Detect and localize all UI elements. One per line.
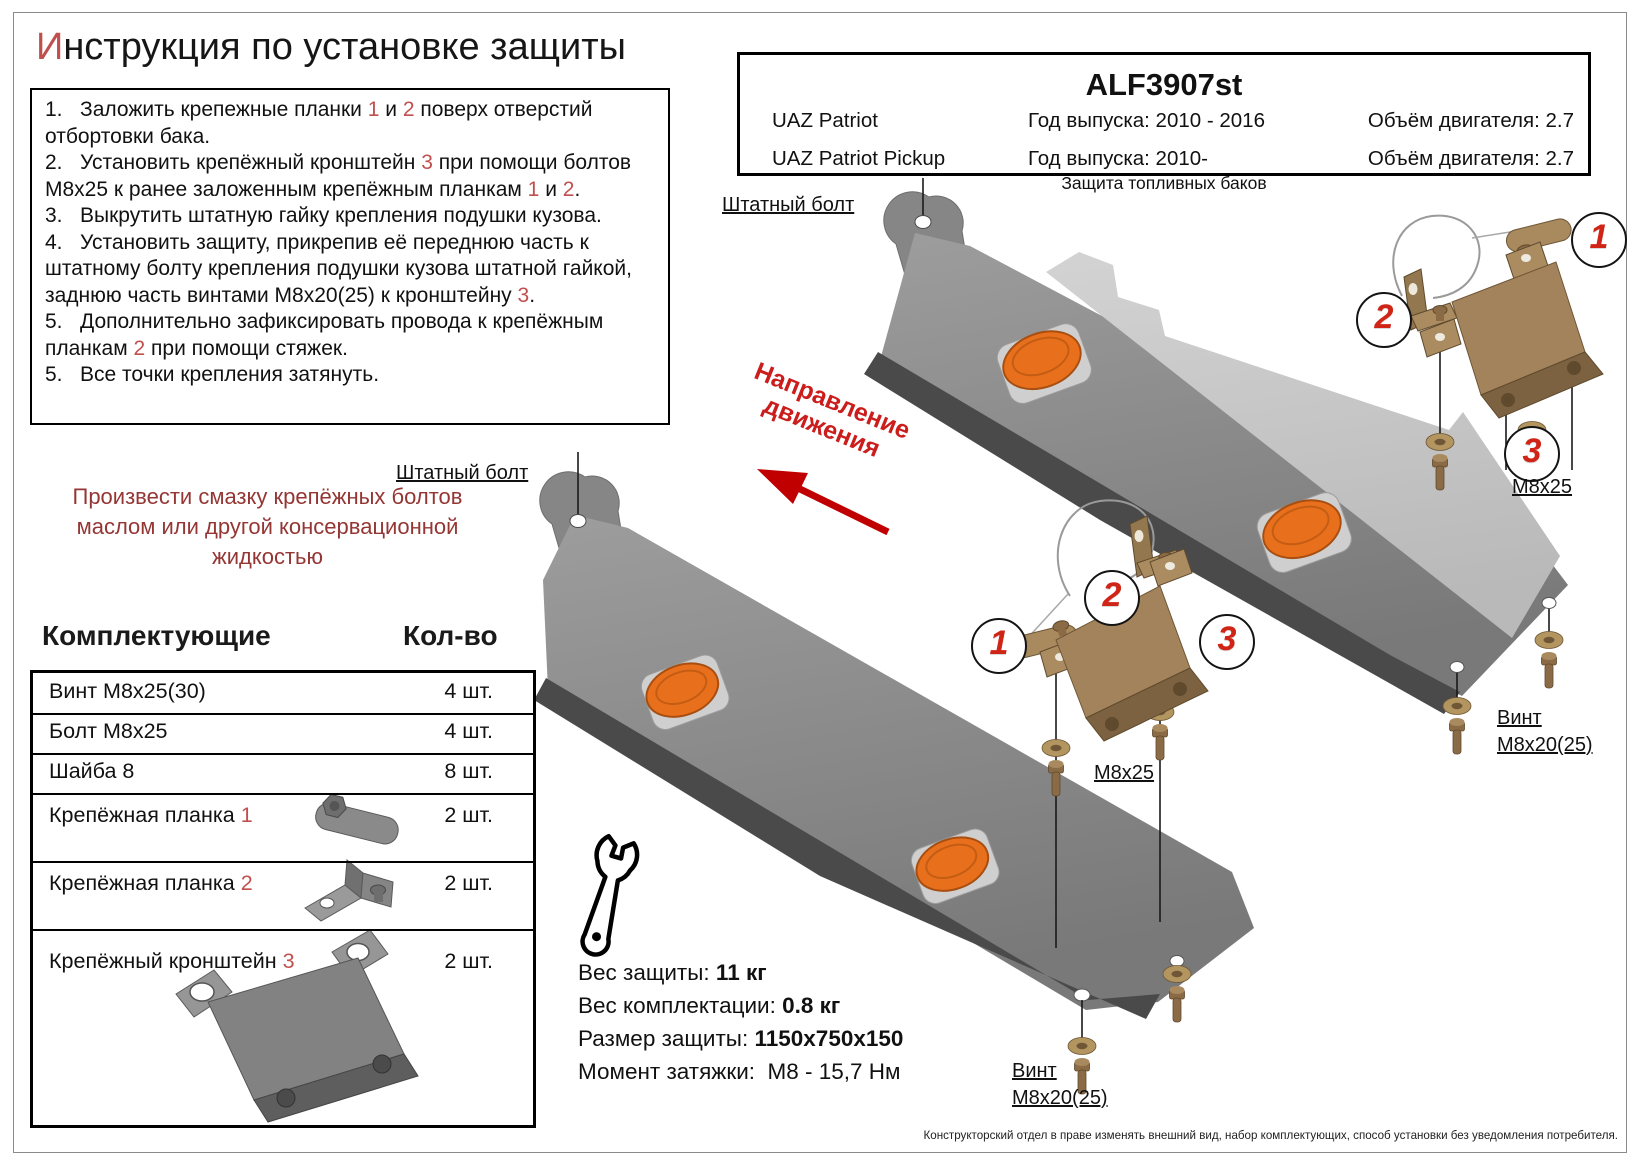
lubrication-note-line: маслом или другой консервационной: [76, 514, 459, 539]
washer-icon: [1162, 965, 1192, 983]
washer-icon: [1425, 433, 1455, 451]
part-subtitle: Защита топливных баков: [1061, 173, 1267, 193]
washer-icon: [1534, 631, 1564, 649]
callout-2: 2: [1356, 292, 1412, 348]
table-separator: [33, 713, 533, 715]
part-qty: 2 шт.: [444, 803, 493, 827]
part-name: Крепёжный кронштейн: [49, 949, 283, 973]
lubrication-note-line: жидкостью: [212, 544, 323, 569]
table-separator: [33, 861, 533, 863]
label-m8x25-lower: М8х25: [1094, 762, 1155, 784]
part-number: ALF3907st: [1085, 67, 1243, 102]
screw-icon: [1074, 1058, 1090, 1095]
part-qty: 4 шт.: [444, 719, 493, 743]
instructions-list: 1. Заложить крепежные планки 1 и 2 повер…: [30, 88, 670, 425]
instruction-item: 3. Выкрутить штатную гайку крепления под…: [45, 204, 602, 227]
bracket-3-icon: [1039, 548, 1209, 742]
lower-bracket-assembly: [1012, 499, 1209, 742]
wrench-icon: [580, 833, 640, 957]
lower-shield-plate: [534, 471, 1254, 1019]
part-name: Крепёжная планка: [49, 803, 241, 827]
washer-icon: [1041, 739, 1071, 757]
part-name: Винт М8х25(30): [49, 679, 206, 703]
leader-lines: [577, 178, 1573, 1042]
spec-line: Вес комплектации: 0.8 кг: [578, 993, 841, 1018]
parts-table: Винт М8х25(30) 4 шт. Болт М8х25 4 шт. Ша…: [30, 670, 536, 1128]
parts-table-header-qty: Кол-во: [403, 620, 498, 651]
fuel-plug-icon: [1256, 492, 1352, 573]
title-first-letter: И: [36, 26, 64, 68]
part-ref: 2: [240, 871, 253, 895]
direction-arrow-icon: [757, 469, 890, 536]
callout-1: 1: [1571, 212, 1627, 268]
table-separator: [33, 753, 533, 755]
screw-icon: [1449, 718, 1465, 755]
part-name: Шайба 8: [49, 759, 135, 783]
lubrication-note: Произвести смазку крепёжных болтов масло…: [45, 482, 490, 572]
instruction-item: 5. Все точки крепления затянуть.: [45, 363, 380, 386]
model-years: Год выпуска: 2010 - 2016: [1028, 109, 1265, 132]
part-ref: 1: [240, 803, 253, 827]
callout-1: 1: [971, 618, 1027, 674]
lubrication-note-line: Произвести смазку крепёжных болтов: [72, 484, 463, 509]
model-name: UAZ Patriot: [772, 109, 878, 132]
screw-icon: [1169, 986, 1185, 1023]
screw-icon: [1048, 760, 1064, 797]
fuel-plug-icon: [996, 323, 1092, 404]
angle-plate-icon: [304, 859, 394, 922]
label-standard-bolt-left: Штатный болт: [396, 462, 529, 484]
wire-loop-icon: [1392, 214, 1481, 299]
spec-line: Размер защиты: 1150х750х150: [578, 1026, 904, 1051]
part-qty: 2 шт.: [444, 871, 493, 895]
engine-volume: Объём двигателя: 2.7: [1367, 109, 1574, 132]
screw-icon: [1432, 454, 1448, 491]
fine-print: Конструкторский отдел в праве изменять в…: [923, 1129, 1618, 1142]
callout-3: 3: [1199, 614, 1255, 670]
part-qty: 2 шт.: [444, 949, 493, 973]
washer-icon: [1442, 697, 1472, 715]
parts-table-header-name: Комплектующие: [42, 620, 271, 651]
part-name: Крепёжная планка: [49, 871, 241, 895]
bracket-icon: [175, 929, 419, 1123]
instruction-item: 4. Установить защиту, прикрепив её перед…: [45, 230, 632, 307]
upper-bracket-assembly: [1392, 214, 1604, 419]
table-separator: [33, 793, 533, 795]
spec-line: Вес защиты: 11 кг: [578, 960, 767, 985]
instruction-item: 5. Дополнительно зафиксировать провода к…: [45, 310, 604, 360]
model-years: Год выпуска: 2010-: [1028, 147, 1208, 170]
screw-icon: [1541, 652, 1557, 689]
strap-plate-icon: [315, 793, 399, 845]
part-qty: 4 шт.: [444, 679, 493, 703]
instruction-item: 1. Заложить крепежные планки 1 и 2 повер…: [45, 98, 593, 148]
engine-volume: Объём двигателя: 2.7: [1367, 147, 1574, 170]
page-border: [13, 12, 1627, 1153]
label-m8x25-upper: М8х25: [1512, 476, 1573, 498]
callout-2: 2: [1084, 570, 1140, 626]
screw-icon: [1152, 724, 1168, 761]
model-name: UAZ Patriot Pickup: [772, 147, 946, 170]
label-standard-bolt-top: Штатный болт: [722, 194, 855, 216]
title-rest: нструкция по установке защиты: [63, 26, 626, 68]
part-ref: 3: [282, 949, 295, 973]
bracket-3-icon: [1419, 241, 1604, 419]
specs-block: Вес защиты: 11 кг Вес комплектации: 0.8 …: [578, 956, 903, 1088]
part-header-box: ALF3907st UAZ Patriot Год выпуска: 2010 …: [737, 52, 1591, 176]
fuel-plug-icon: [910, 828, 1000, 905]
upper-shield-plate: [864, 191, 1568, 714]
page-title: Инструкция по установке защиты: [36, 26, 626, 69]
strap-plate-1-icon: [1012, 620, 1078, 659]
callout-3: 3: [1504, 426, 1560, 482]
washer-icon: [1067, 1037, 1097, 1055]
part-qty: 8 шт.: [444, 759, 493, 783]
instruction-item: 2. Установить крепёжный кронштейн 3 при …: [45, 151, 632, 201]
table-separator: [33, 929, 533, 931]
spec-line: Момент затяжки: М8 - 15,7 Нм: [578, 1059, 901, 1084]
fuel-plug-icon: [640, 654, 730, 731]
part-name: Болт М8х25: [49, 719, 168, 743]
